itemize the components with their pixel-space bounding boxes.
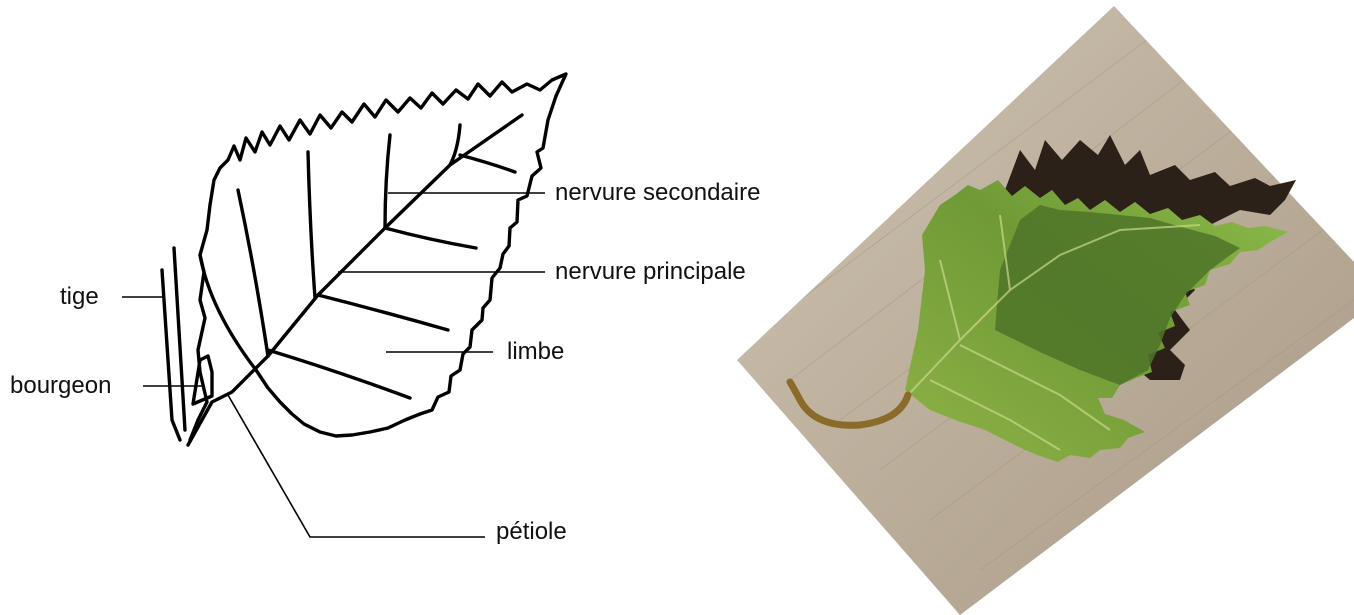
leaf-photo bbox=[0, 0, 1354, 615]
figure: nervure secondaire nervure principale li… bbox=[0, 0, 1354, 615]
